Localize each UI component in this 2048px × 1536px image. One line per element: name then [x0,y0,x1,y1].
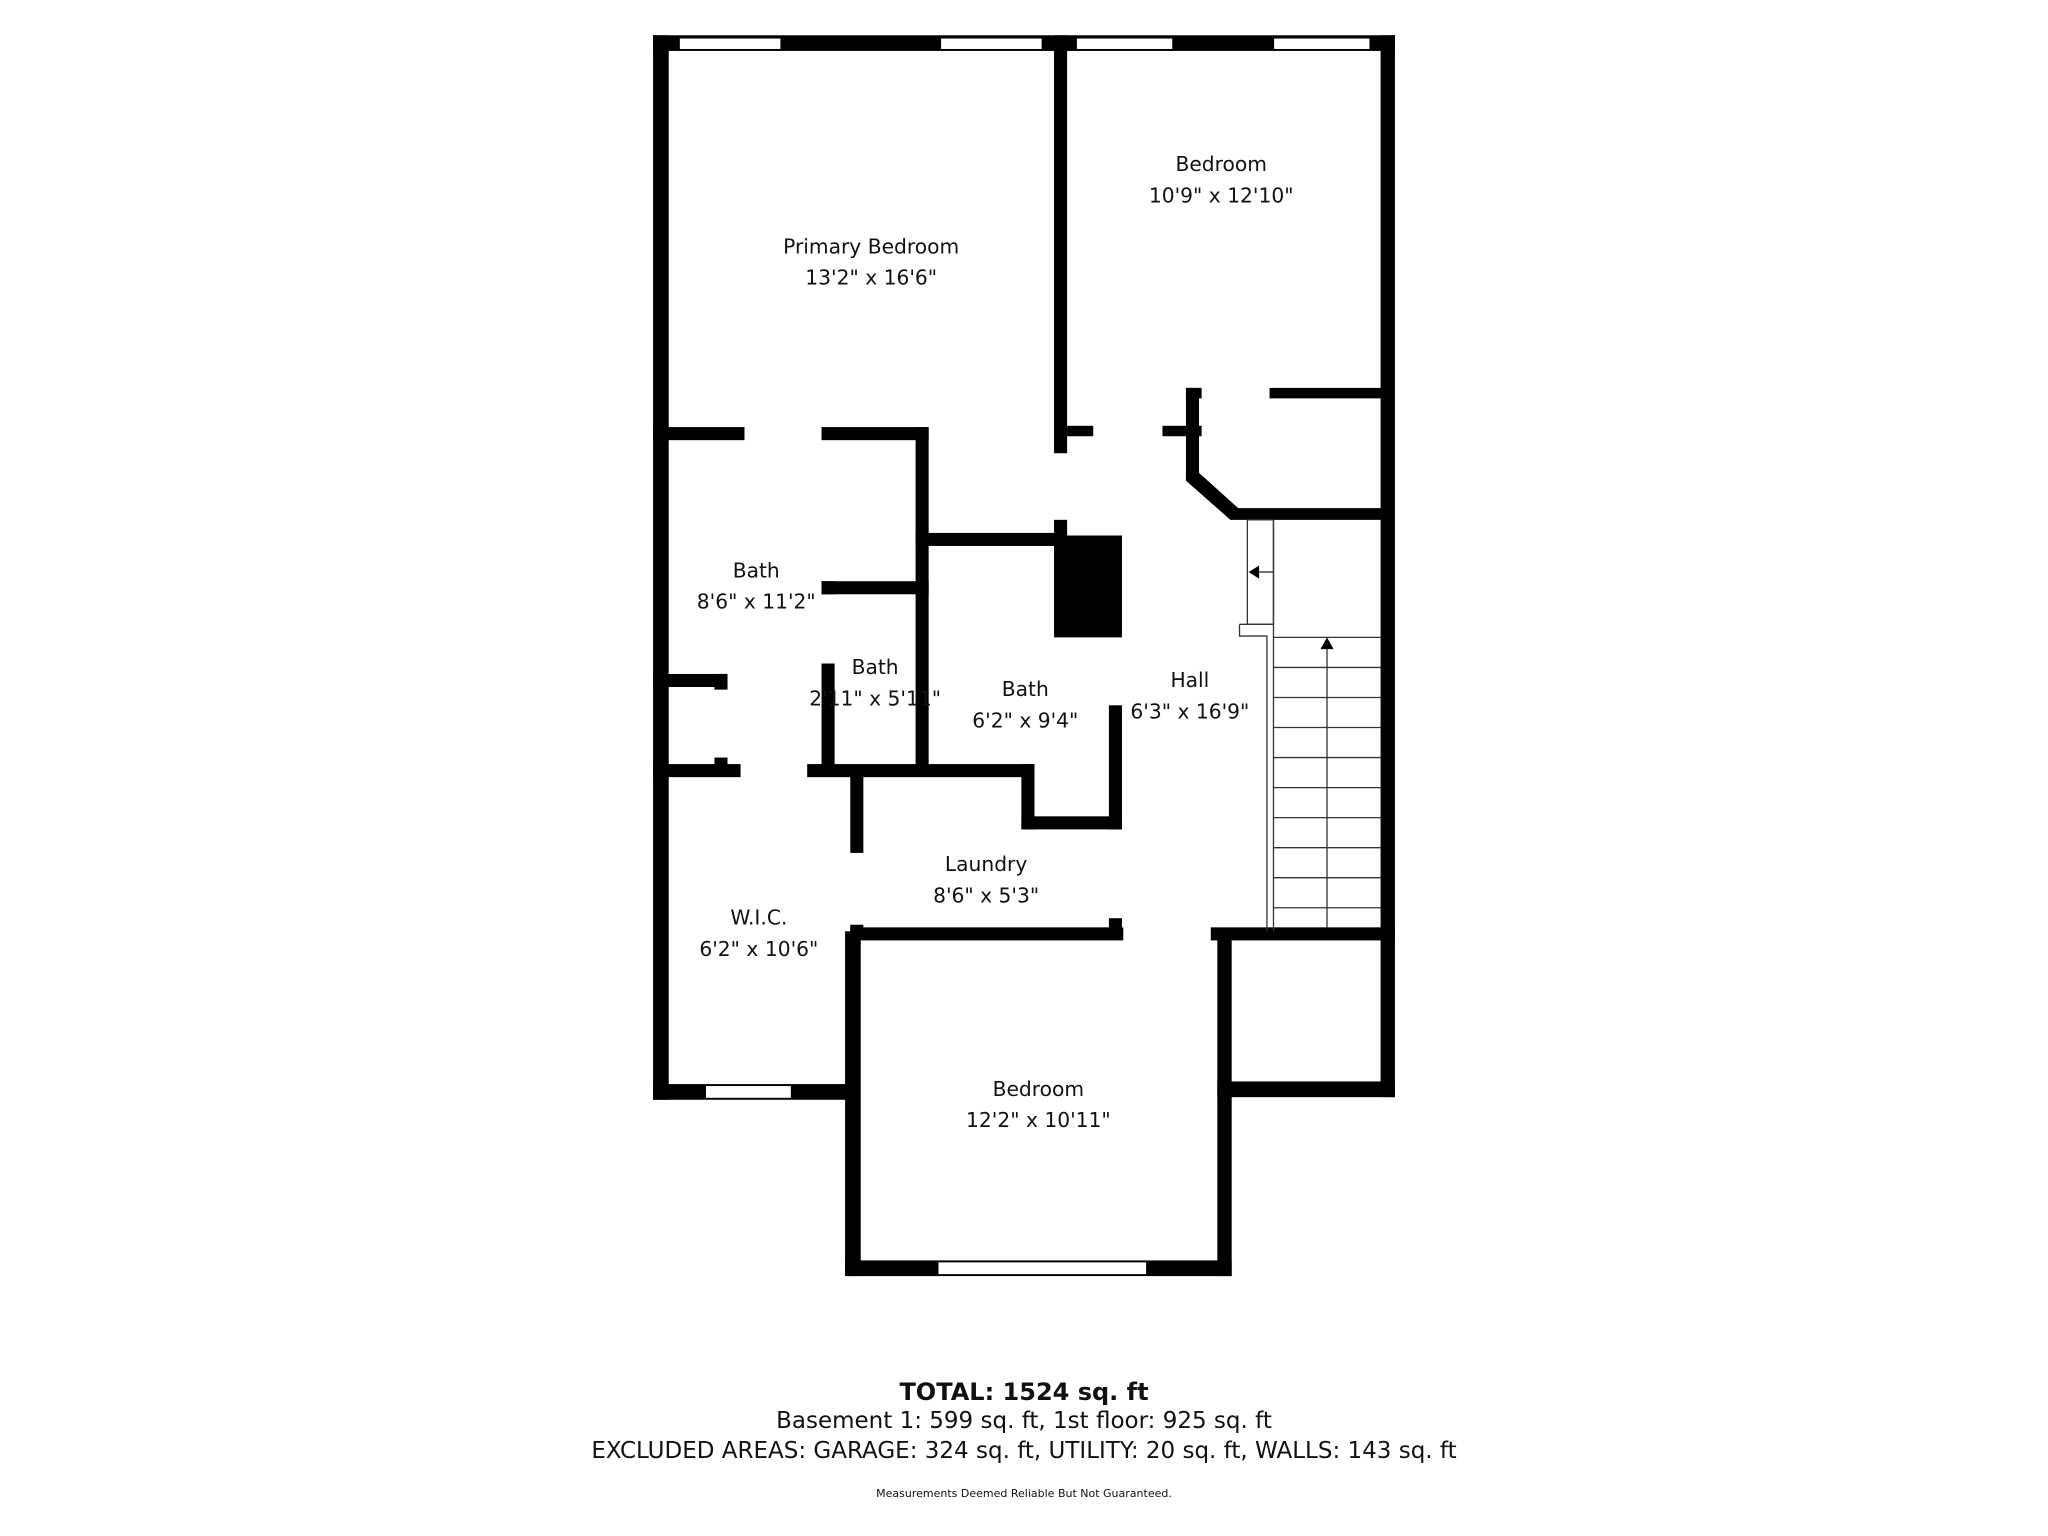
stair-arrow-up-icon [1320,637,1334,650]
room-dims: 8'6" x 11'2" [697,590,816,614]
room-dims: 6'2" x 10'6" [699,937,818,961]
room-dims: 10'9" x 12'10" [1149,183,1294,207]
room-name: Bedroom [993,1077,1085,1101]
room-name: Bath [733,558,780,582]
room-name: W.I.C. [730,906,787,930]
room-dims: 12'2" x 10'11" [966,1108,1111,1132]
stairs [1238,519,1381,932]
stair-arrow-left-icon [1248,565,1260,579]
room-dims: 8'6" x 5'3" [933,884,1039,908]
room-name: Bath [1002,677,1049,701]
room-dims: 6'3" x 16'9" [1130,699,1249,723]
excluded-areas: EXCLUDED AREAS: GARAGE: 324 sq. ft, UTIL… [591,1438,1457,1464]
room-name: Bath [852,655,899,679]
room-dims: 2'11" x 5'11" [809,686,941,710]
disclaimer: Measurements Deemed Reliable But Not Gua… [876,1487,1172,1500]
floor-areas: Basement 1: 599 sq. ft, 1st floor: 925 s… [776,1408,1272,1434]
room-name: Laundry [945,852,1027,876]
room-name: Primary Bedroom [783,234,959,258]
room-labels: Primary Bedroom 13'2" x 16'6" Bedroom 10… [697,152,1294,1132]
room-dims: 6'2" x 9'4" [972,709,1078,733]
windows [678,37,1371,1276]
room-dims: 13'2" x 16'6" [805,266,937,290]
total-area: TOTAL: 1524 sq. ft [899,1378,1149,1406]
room-name: Bedroom [1175,152,1267,176]
room-name: Hall [1170,668,1209,692]
